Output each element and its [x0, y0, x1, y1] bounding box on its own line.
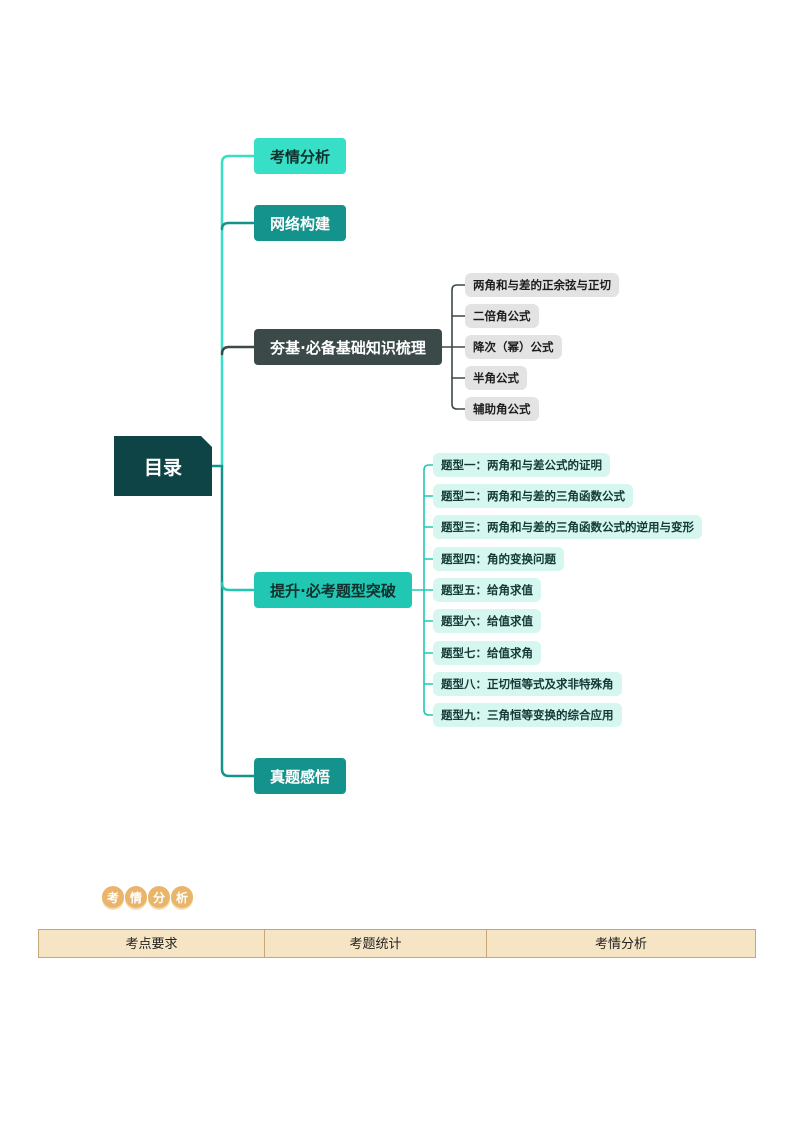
leaf-knowledge[interactable]: 两角和与差的正余弦与正切	[465, 273, 619, 297]
leaf-label: 题型三：两角和与差的三角函数公式的逆用与变形	[441, 520, 694, 534]
branch-label: 夯基·必备基础知识梳理	[270, 338, 426, 357]
leaf-label: 题型二：两角和与差的三角函数公式	[441, 489, 625, 503]
connector-branch-3	[220, 345, 256, 356]
leaf-label: 题型六：给值求值	[441, 614, 533, 628]
leaf-question-type[interactable]: 题型九：三角恒等变换的综合应用	[433, 703, 622, 727]
leaf-question-type[interactable]: 题型四：角的变换问题	[433, 547, 564, 571]
leaf-knowledge[interactable]: 辅助角公式	[465, 397, 539, 421]
branch-zhenti-ganwu[interactable]: 真题感悟	[254, 758, 346, 794]
connector-sub-4-spine	[423, 464, 435, 716]
leaf-label: 降次（幂）公式	[473, 340, 554, 354]
connector-sub-3-spine	[451, 284, 467, 410]
leaf-knowledge[interactable]: 半角公式	[465, 366, 527, 390]
branch-label: 提升·必考题型突破	[270, 581, 396, 600]
badge-char: 考	[102, 886, 124, 908]
leaf-knowledge[interactable]: 降次（幂）公式	[465, 335, 562, 359]
leaf-question-type[interactable]: 题型七：给值求角	[433, 641, 541, 665]
badge-char: 分	[148, 886, 170, 908]
leaf-question-type[interactable]: 题型五：给角求值	[433, 578, 541, 602]
leaf-label: 题型八：正切恒等式及求非特殊角	[441, 677, 614, 691]
leaf-label: 辅助角公式	[473, 402, 531, 416]
leaf-question-type[interactable]: 题型三：两角和与差的三角函数公式的逆用与变形	[433, 515, 702, 539]
connector-branch-4	[220, 581, 256, 592]
table-header-cell: 考点要求	[39, 930, 265, 957]
leaf-label: 题型九：三角恒等变换的综合应用	[441, 708, 614, 722]
badge-char: 情	[125, 886, 147, 908]
leaf-label: 两角和与差的正余弦与正切	[473, 278, 611, 292]
leaf-question-type[interactable]: 题型一：两角和与差公式的证明	[433, 453, 610, 477]
leaf-knowledge[interactable]: 二倍角公式	[465, 304, 539, 328]
badge-char: 析	[171, 886, 193, 908]
leaf-label: 题型五：给角求值	[441, 583, 533, 597]
root-label: 目录	[143, 456, 182, 479]
branch-tisheng-tixing[interactable]: 提升·必考题型突破	[254, 572, 412, 608]
branch-label: 网络构建	[269, 214, 330, 233]
leaf-question-type[interactable]: 题型二：两角和与差的三角函数公式	[433, 484, 633, 508]
section-badge-kaoqing-fenxi: 考 情 分 析	[102, 886, 193, 908]
branch-hangji-zhishi[interactable]: 夯基·必备基础知识梳理	[254, 329, 442, 365]
branch-label: 考情分析	[269, 147, 330, 166]
table-header-cell: 考题统计	[265, 930, 487, 957]
connector-branch-2	[220, 221, 256, 231]
exam-analysis-table-header: 考点要求 考题统计 考情分析	[38, 929, 756, 958]
leaf-label: 半角公式	[473, 371, 519, 385]
leaf-label: 题型一：两角和与差公式的证明	[441, 458, 602, 472]
leaf-question-type[interactable]: 题型六：给值求值	[433, 609, 541, 633]
connector-trunk-bottom	[220, 464, 256, 778]
folded-corner-icon	[201, 436, 212, 447]
leaf-label: 题型七：给值求角	[441, 646, 533, 660]
leaf-label: 题型四：角的变换问题	[441, 552, 556, 566]
branch-wangluo-goujian[interactable]: 网络构建	[254, 205, 346, 241]
mindmap-root: 目录	[114, 436, 212, 496]
connector-trunk-top	[220, 154, 256, 468]
leaf-label: 二倍角公式	[473, 309, 531, 323]
branch-label: 真题感悟	[269, 767, 330, 786]
branch-kaoqing-fenxi[interactable]: 考情分析	[254, 138, 346, 174]
leaf-question-type[interactable]: 题型八：正切恒等式及求非特殊角	[433, 672, 622, 696]
table-header-cell: 考情分析	[594, 937, 647, 952]
